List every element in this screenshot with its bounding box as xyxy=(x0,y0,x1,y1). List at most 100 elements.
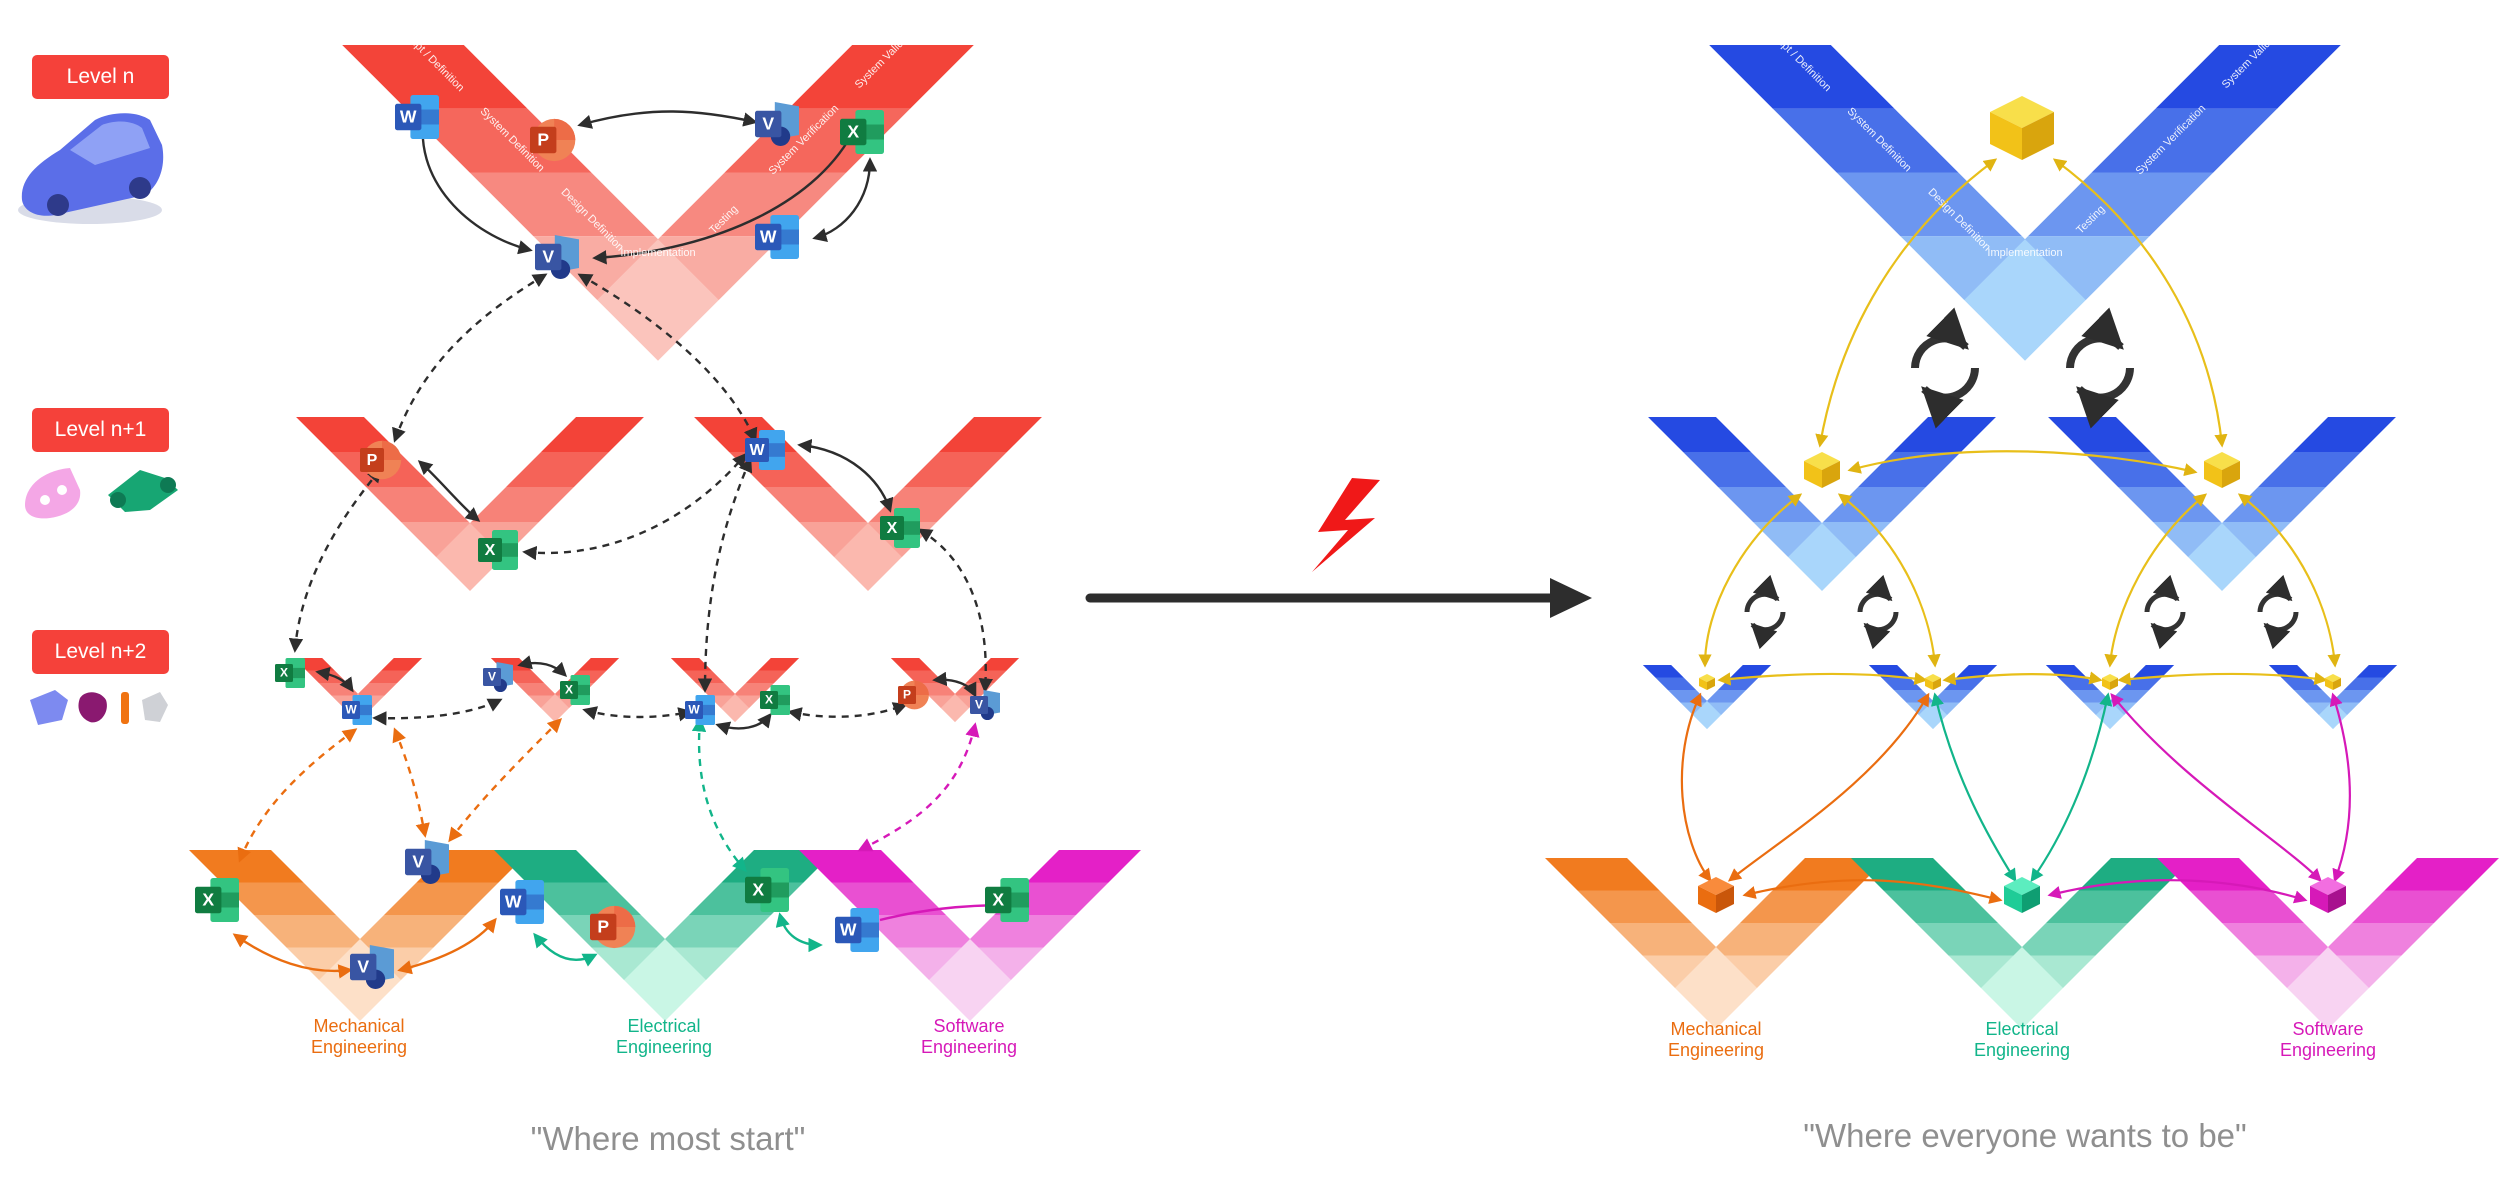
electrical-line1: Electrical xyxy=(627,1016,701,1036)
link-word-excel-mid xyxy=(797,438,894,513)
word-letter: W xyxy=(760,226,777,246)
small-v-left-1-right-segment-1 xyxy=(381,658,423,671)
level-n2-badge: Level n+2 xyxy=(32,630,169,674)
link-ppt-small1 xyxy=(288,467,382,653)
powerpoint-letter: P xyxy=(903,688,911,702)
small-v-left-4-tip xyxy=(940,693,970,723)
excel-icon: X xyxy=(745,868,789,912)
small-v-left-3-left-segment-3 xyxy=(695,683,737,696)
small-v-right-1-right-segment-3 xyxy=(1705,690,1747,703)
orange-cube-icon xyxy=(1698,877,1734,913)
visio-letter: V xyxy=(975,698,983,712)
software-line2: Engineering xyxy=(920,1037,1018,1057)
excel-letter: X xyxy=(765,693,773,707)
link-small4-pair xyxy=(932,671,977,698)
elec-v-left-tip xyxy=(623,938,707,1022)
small-v-right-1-left-segment-3 xyxy=(1667,690,1709,703)
mid-v-left-a-left-segment-3 xyxy=(366,487,469,522)
powerpoint-letter: P xyxy=(537,129,549,149)
powerpoint-letter: P xyxy=(367,452,378,469)
small-v-right-1-left-segment-1 xyxy=(1642,665,1684,678)
soft-v-right-tip xyxy=(2286,946,2370,1030)
link-small1-pair xyxy=(315,666,354,693)
link-mech-excel-visio xyxy=(232,933,353,979)
visio-icon: V xyxy=(970,690,1000,721)
mid-v-left-b-right-segment-2 xyxy=(904,452,1007,487)
soft-v-right-right-segment-3 xyxy=(2319,923,2435,956)
link-elec-word-ppt xyxy=(533,932,598,967)
sync-icon xyxy=(2257,574,2299,650)
small-v-right-3-right-segment-3 xyxy=(2108,690,2150,703)
mid-v-right-b-left-segment-1 xyxy=(2048,417,2151,452)
elec-v-right-right-segment-3 xyxy=(2013,923,2129,956)
small-v-left-4-left-segment-2 xyxy=(903,670,945,683)
gold-cube-small-2-icon xyxy=(1925,674,1941,690)
link-small3-pair xyxy=(715,712,772,736)
elec-v-right-right-segment-2 xyxy=(2045,890,2161,923)
mid-v-left-b-tip xyxy=(834,523,902,591)
soft-v-left-left-segment-3 xyxy=(863,915,979,948)
visio-icon: V xyxy=(483,662,513,693)
soft-v-right-right-segment-1 xyxy=(2384,858,2500,891)
powerpoint-letter: P xyxy=(597,916,609,936)
link-small1-mech xyxy=(237,728,358,863)
gold-cube-mid-b-icon xyxy=(2204,452,2240,488)
small-v-left-2-tip xyxy=(540,693,570,723)
r-mid-a-small1 xyxy=(1698,493,1803,668)
powerpoint-icon: P xyxy=(898,680,929,710)
word-letter: W xyxy=(505,891,522,911)
electrical-line2-right: Engineering xyxy=(1973,1040,2071,1060)
gold-cube-small-1-icon xyxy=(1699,674,1715,690)
excel-letter: X xyxy=(280,666,288,680)
small-v-left-2-right-segment-1 xyxy=(578,658,620,671)
visio-icon: V xyxy=(535,235,579,279)
powerpoint-icon: P xyxy=(360,440,402,480)
connectors-layer xyxy=(232,107,2351,979)
small-v-left-1-right-segment-2 xyxy=(368,670,410,683)
link-excel-word-mid xyxy=(522,452,747,561)
mechanical-engineering-label-left: Mechanical Engineering xyxy=(311,1016,407,1058)
mech-v-right-left-segment-2 xyxy=(1577,890,1693,923)
software-line1: Software xyxy=(933,1016,1005,1036)
software-engineering-label-left: Software Engineering xyxy=(921,1016,1017,1058)
mid-v-left-a-right-segment-1 xyxy=(541,417,644,452)
mid-v-right-b-right-segment-3 xyxy=(2223,487,2326,522)
soft-v-left-left-segment-2 xyxy=(831,882,947,915)
mid-v-right-a xyxy=(1648,417,1996,591)
software-line2-right: Engineering xyxy=(2279,1040,2377,1060)
top-v-left-left-segment-3 xyxy=(469,172,656,237)
r-small-row-b xyxy=(1942,671,2103,686)
powerpoint-icon: P xyxy=(590,905,636,949)
transition-arrow xyxy=(1085,578,1592,618)
link-small4-word xyxy=(857,722,980,852)
mid-v-right-a-left-segment-3 xyxy=(1718,487,1821,522)
mid-v-right-a-tip xyxy=(1788,523,1856,591)
link-small-row2 xyxy=(582,706,693,722)
word-letter: W xyxy=(688,703,700,717)
elec-v-left-left-segment-1 xyxy=(493,850,609,883)
soft-v-left-left-segment-1 xyxy=(798,850,914,883)
mid-v-right-b-left-segment-2 xyxy=(2083,452,2186,487)
top-v-right-right-segment-1 xyxy=(2155,45,2341,109)
gold-cube-top-icon xyxy=(1990,96,2054,160)
chassis-icon xyxy=(108,470,178,512)
gold-cube-mid-a-icon xyxy=(1804,452,1840,488)
mech-v-left-left-segment-2 xyxy=(221,882,337,915)
mid-v-left-a-tip xyxy=(436,523,504,591)
link-visio-word-mid xyxy=(577,273,758,443)
r-small2-elec xyxy=(1930,692,2017,883)
v-phase-label: Implementation xyxy=(1987,247,2062,259)
mech-v-left-left-segment-3 xyxy=(253,915,369,948)
mech-v-left-right-segment-2 xyxy=(383,882,499,915)
software-line1-right: Software xyxy=(2292,1019,2364,1039)
top-v-left-right-segment-3 xyxy=(660,172,847,237)
mech-v-right-left-segment-3 xyxy=(1609,923,1725,956)
sync-icon xyxy=(1744,574,1786,650)
link-small2-pair xyxy=(517,655,568,678)
link-visio-ppt-mid xyxy=(392,273,548,443)
link-excel-small4 xyxy=(917,528,993,693)
mid-v-left-b-right-segment-1 xyxy=(939,417,1042,452)
excel-letter: X xyxy=(485,542,496,559)
electrical-engineering-label-right: Electrical Engineering xyxy=(1974,1019,2070,1061)
mech-v-left-right-segment-3 xyxy=(351,915,467,948)
